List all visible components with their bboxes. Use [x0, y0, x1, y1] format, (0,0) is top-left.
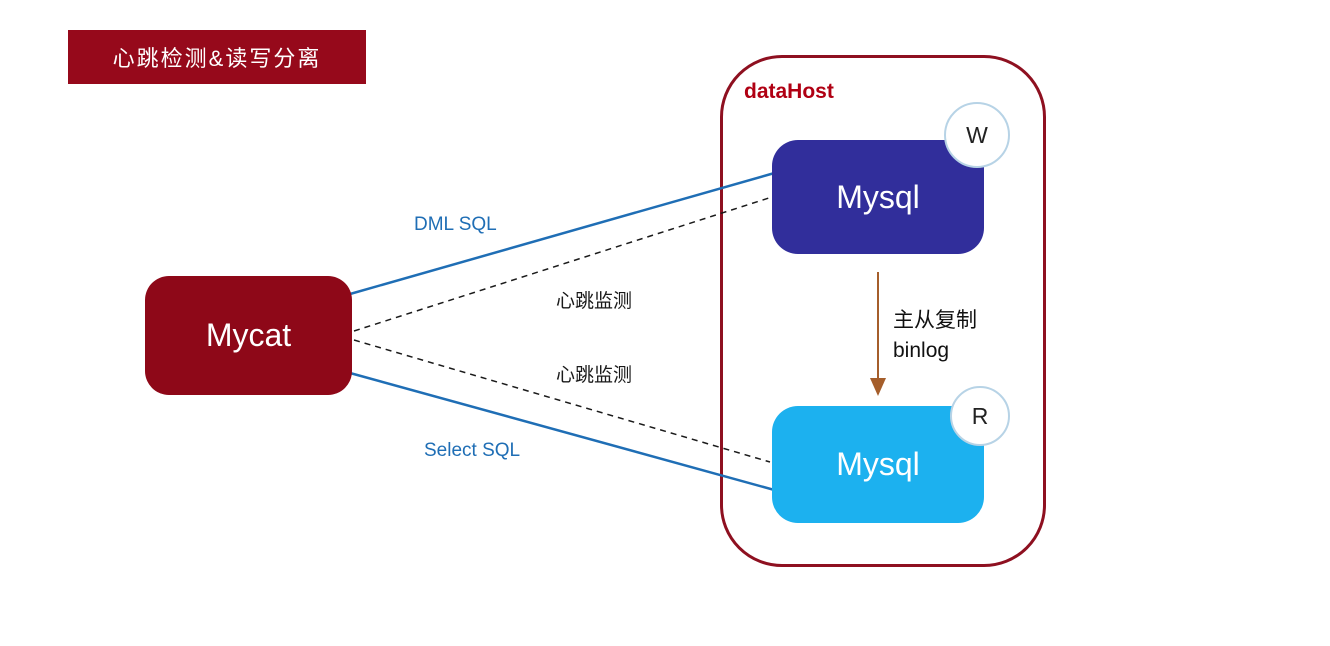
mycat-label: Mycat	[205, 317, 292, 353]
read-badge: R	[950, 386, 1010, 446]
select-sql-line	[349, 371, 779, 493]
mysql-read-node: Mysql	[772, 406, 984, 523]
heartbeat-line-bottom	[353, 339, 771, 463]
datahost-label: dataHost	[744, 80, 834, 103]
mysql-write-label: Mysql	[836, 178, 920, 215]
dml-sql-label: DML SQL	[414, 214, 497, 235]
heartbeat-label-top: 心跳监测	[556, 291, 633, 312]
mysql-write-node: Mysql	[772, 140, 984, 254]
write-badge-label: W	[966, 121, 988, 148]
replication-label-line1: 主从复制	[893, 309, 977, 332]
select-sql-label: Select SQL	[424, 440, 521, 461]
write-badge: W	[944, 102, 1010, 168]
mysql-read-label: Mysql	[836, 446, 920, 482]
heartbeat-label-bottom: 心跳监测	[556, 365, 633, 386]
replication-label: 主从复制 binlog	[893, 306, 977, 366]
mycat-node: Mycat	[145, 276, 352, 395]
read-badge-label: R	[971, 402, 989, 429]
title-banner-label: 心跳检测&读写分离	[112, 46, 322, 71]
replication-label-line2: binlog	[893, 339, 950, 362]
title-banner: 心跳检测&读写分离	[68, 30, 366, 84]
